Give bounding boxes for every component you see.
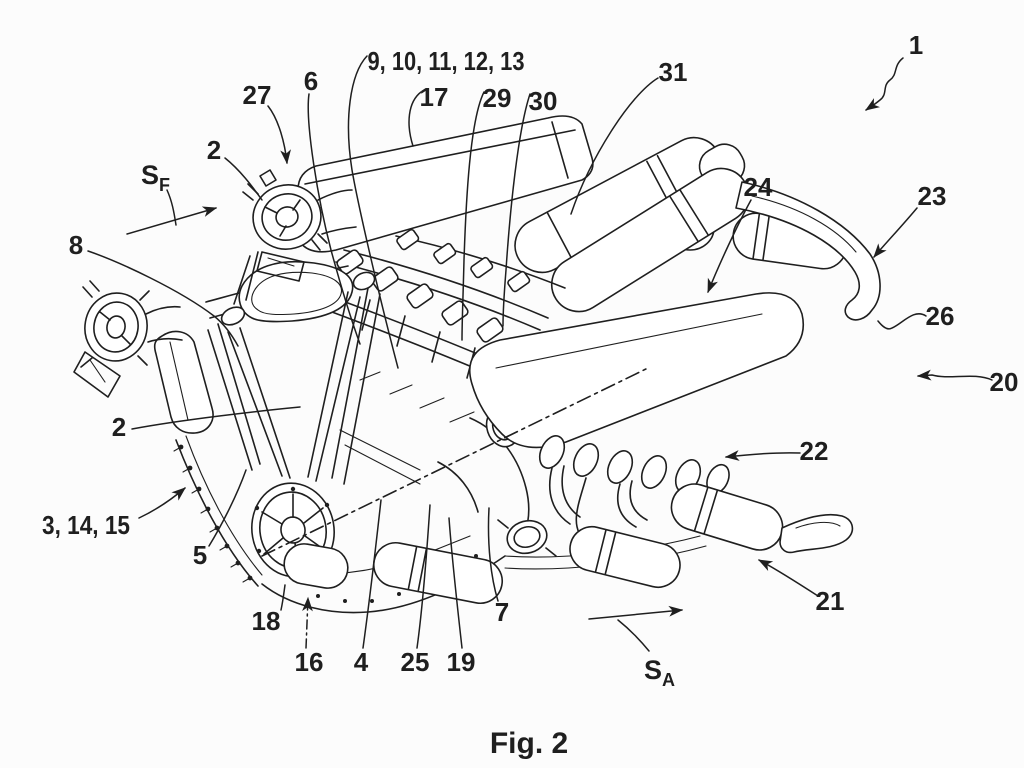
exhaust-ports [538, 435, 730, 495]
ref-label-9-13: 9, 10, 11, 12, 13 [368, 46, 525, 76]
leader-17 [408, 91, 422, 147]
ref-label-4: 4 [354, 647, 369, 677]
figure-caption: Fig. 2 [490, 727, 568, 760]
ref-label-20: 20 [990, 367, 1019, 397]
ref-label-2-mid: 2 [112, 412, 126, 442]
leader-26 [877, 313, 927, 330]
exhaust-outlet [779, 513, 854, 554]
throttle-body-side [73, 280, 183, 398]
ref-label-3-14-15: 3, 14, 15 [42, 510, 130, 540]
ref-label-6: 6 [304, 66, 318, 96]
leader-31 [570, 77, 659, 215]
leader-8 [87, 250, 239, 347]
leader-19 [448, 517, 463, 649]
flow-arrow-aft-bracket [617, 619, 650, 652]
belt-drive [207, 251, 381, 485]
ref-label-21: 21 [816, 586, 845, 616]
leader-lines [87, 55, 993, 652]
flow-label-sa: SA [644, 655, 675, 690]
ref-label-2-top: 2 [207, 135, 221, 165]
ref-label-25: 25 [401, 647, 430, 677]
leader-30 [502, 93, 531, 327]
block-detail [339, 371, 475, 485]
throttle-body-front [242, 169, 357, 282]
ref-label-31: 31 [659, 57, 688, 87]
leader-24 [707, 199, 752, 294]
ref-labels: 1 2 2 3, 14, 15 4 5 6 7 8 9, 10, 11, 12,… [42, 30, 1018, 760]
ignition-coils [331, 228, 566, 403]
air-duct [238, 260, 354, 323]
leader-21 [757, 559, 819, 597]
leader-22 [724, 450, 801, 461]
ref-label-30: 30 [529, 86, 558, 116]
leader-6 [307, 93, 361, 345]
ref-label-16: 16 [295, 647, 324, 677]
leader-29 [461, 91, 485, 341]
flow-arrow-front-line [126, 206, 218, 235]
engine-drawing [73, 115, 881, 614]
leader-16 [302, 596, 313, 649]
leader-23 [873, 207, 918, 258]
flow-label-sf: SF [141, 160, 170, 195]
ref-label-29: 29 [483, 83, 512, 113]
ref-label-26: 26 [926, 301, 955, 331]
ref-label-19: 19 [447, 647, 476, 677]
leader-20 [916, 369, 993, 381]
ref-label-5: 5 [193, 540, 207, 570]
leader-5 [208, 469, 247, 547]
ref-label-22: 22 [800, 436, 829, 466]
leader-27 [267, 105, 291, 165]
leader-2-top [224, 157, 263, 201]
intake-plenum [297, 115, 594, 253]
leader-4 [362, 499, 382, 649]
cylinder-block-studs [173, 435, 263, 587]
leader-9-13 [347, 55, 399, 369]
ref-label-8: 8 [69, 230, 83, 260]
flow-arrow-front-bracket [166, 189, 177, 226]
catalytic-converters-upper [514, 136, 750, 313]
leader-18 [280, 584, 286, 611]
valve-cover-right [468, 292, 805, 449]
flow-arrow-aft-line [588, 605, 684, 620]
ref-label-27: 27 [243, 80, 272, 110]
leader-25 [416, 504, 431, 649]
ref-label-17: 17 [420, 82, 449, 112]
leader-7 [487, 507, 499, 602]
ref-label-18: 18 [252, 606, 281, 636]
ref-label-24: 24 [744, 172, 773, 202]
leader-3-14-15 [138, 487, 186, 519]
air-hose [735, 181, 881, 321]
catalytic-converters-lower [283, 483, 784, 605]
ref-label-7: 7 [495, 597, 509, 627]
ref-label-1: 1 [909, 30, 923, 60]
leader-1 [865, 57, 904, 111]
crankshaft-centerline [261, 367, 649, 557]
ref-label-23: 23 [918, 181, 947, 211]
leader-2-mid [131, 406, 301, 430]
